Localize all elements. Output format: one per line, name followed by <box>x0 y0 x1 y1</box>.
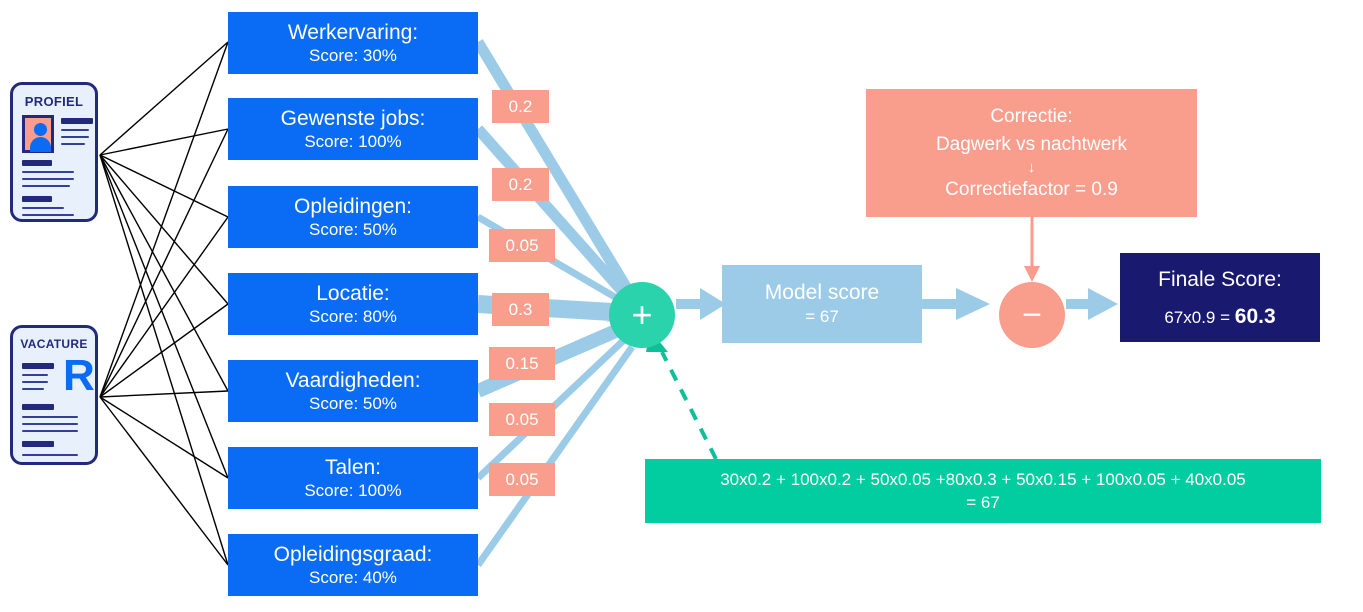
profiel-line <box>22 207 64 209</box>
feature-name: Vaardigheden: <box>285 368 421 392</box>
feature-name: Gewenste jobs: <box>280 106 426 130</box>
weight-chip-opleidingen[interactable]: 0.05 <box>489 229 555 262</box>
vacature-line <box>22 381 48 383</box>
profiel-document-card[interactable]: PROFIEL <box>10 82 98 222</box>
sum-node[interactable]: + <box>609 282 675 348</box>
feature-box-werkervaring[interactable]: Werkervaring: Score: 30% <box>228 12 478 74</box>
model-score-value: = 67 <box>805 307 839 326</box>
correction-subtitle: Dagwerk vs nachtwerk <box>935 133 1128 155</box>
vacature-line <box>22 374 48 376</box>
vacature-line <box>22 388 44 390</box>
profiel-line <box>61 118 93 124</box>
vacature-logo-r: R <box>63 351 95 400</box>
model-score-label: Model score <box>764 281 880 304</box>
profiel-line <box>61 129 89 131</box>
feature-score: Score: 30% <box>309 45 397 65</box>
feature-box-opleidingen[interactable]: Opleidingen: Score: 50% <box>228 186 478 248</box>
profiel-line <box>22 160 52 166</box>
feature-box-opleidingsgraad[interactable]: Opleidingsgraad: Score: 40% <box>228 534 478 596</box>
feature-box-locatie[interactable]: Locatie: Score: 80% <box>228 273 478 335</box>
feature-name: Werkervaring: <box>287 20 419 44</box>
profiel-line <box>61 136 89 138</box>
formula-line-2: = 67 <box>966 493 1000 512</box>
correction-factor: Correctiefactor = 0.9 <box>945 178 1118 200</box>
final-score-box[interactable]: Finale Score: 67x0.9 = 60.3 <box>1120 253 1320 342</box>
vacature-line <box>22 430 78 432</box>
profiel-line <box>61 143 85 145</box>
model-to-minus-arrow <box>922 288 990 320</box>
profiel-line <box>22 214 74 216</box>
weight-chip-opleidingsgraad[interactable]: 0.05 <box>489 463 555 496</box>
profiel-line <box>22 178 74 180</box>
profiel-line <box>22 185 70 187</box>
weight-chip-gewenste-jobs[interactable]: 0.2 <box>492 168 549 201</box>
feature-score: Score: 50% <box>309 219 397 239</box>
feature-box-vaardigheden[interactable]: Vaardigheden: Score: 50% <box>228 360 478 422</box>
vacature-line <box>22 404 54 410</box>
final-score-expression: 67x0.9 = <box>1164 308 1235 327</box>
plus-icon: + <box>631 294 653 335</box>
sum-to-model-arrow <box>676 288 726 320</box>
match-lines <box>99 41 229 566</box>
profiel-line <box>22 196 52 202</box>
vacature-line <box>22 416 78 418</box>
correction-box[interactable]: Correctie: Dagwerk vs nachtwerk ↓ Correc… <box>866 89 1197 217</box>
profiel-title: PROFIEL <box>24 94 84 109</box>
formula-box[interactable]: 30x0.2 + 100x0.2 + 50x0.05 +80x0.3 + 50x… <box>645 459 1321 523</box>
final-score-calc: 67x0.9 = 60.3 <box>1164 305 1276 328</box>
feature-score: Score: 40% <box>309 567 397 587</box>
feature-name: Locatie: <box>316 281 390 305</box>
vacature-line <box>22 441 54 447</box>
vacature-title: VACATURE <box>20 337 88 351</box>
model-score-box[interactable]: Model score = 67 <box>722 265 922 343</box>
profiel-line <box>22 171 74 173</box>
feature-name: Opleidingen: <box>294 194 412 218</box>
final-score-value: 60.3 <box>1234 305 1276 328</box>
subtract-node[interactable]: − <box>999 282 1065 348</box>
down-arrow-icon: ↓ <box>1027 158 1036 176</box>
feature-box-talen[interactable]: Talen: Score: 100% <box>228 447 478 509</box>
feature-score: Score: 80% <box>309 306 397 326</box>
feature-score: Score: 100% <box>304 131 402 151</box>
feature-score: Score: 100% <box>304 480 402 500</box>
weight-chip-vaardigheden[interactable]: 0.15 <box>489 347 555 380</box>
minus-icon: − <box>1022 296 1042 334</box>
weight-chip-werkervaring[interactable]: 0.2 <box>492 90 549 123</box>
feature-score: Score: 50% <box>309 393 397 413</box>
vacature-line <box>22 363 54 369</box>
correction-to-minus-arrow <box>1024 217 1040 282</box>
weight-chip-locatie[interactable]: 0.3 <box>492 293 549 326</box>
minus-to-final-arrow <box>1066 288 1118 320</box>
vacature-line <box>22 454 78 456</box>
feature-name: Talen: <box>324 455 382 479</box>
weight-chip-talen[interactable]: 0.05 <box>489 403 555 436</box>
final-score-label: Finale Score: <box>1158 268 1282 291</box>
formula-to-sum-dashed-arrow <box>646 330 718 460</box>
vacature-line <box>22 423 78 425</box>
feature-name: Opleidingsgraad: <box>273 542 433 566</box>
formula-line-1: 30x0.2 + 100x0.2 + 50x0.05 +80x0.3 + 50x… <box>720 470 1246 489</box>
profiel-avatar <box>22 115 54 153</box>
vacature-document-card[interactable]: VACATURE R <box>10 325 98 465</box>
feature-box-gewenste-jobs[interactable]: Gewenste jobs: Score: 100% <box>228 98 478 160</box>
correction-title: Correctie: <box>990 105 1073 127</box>
